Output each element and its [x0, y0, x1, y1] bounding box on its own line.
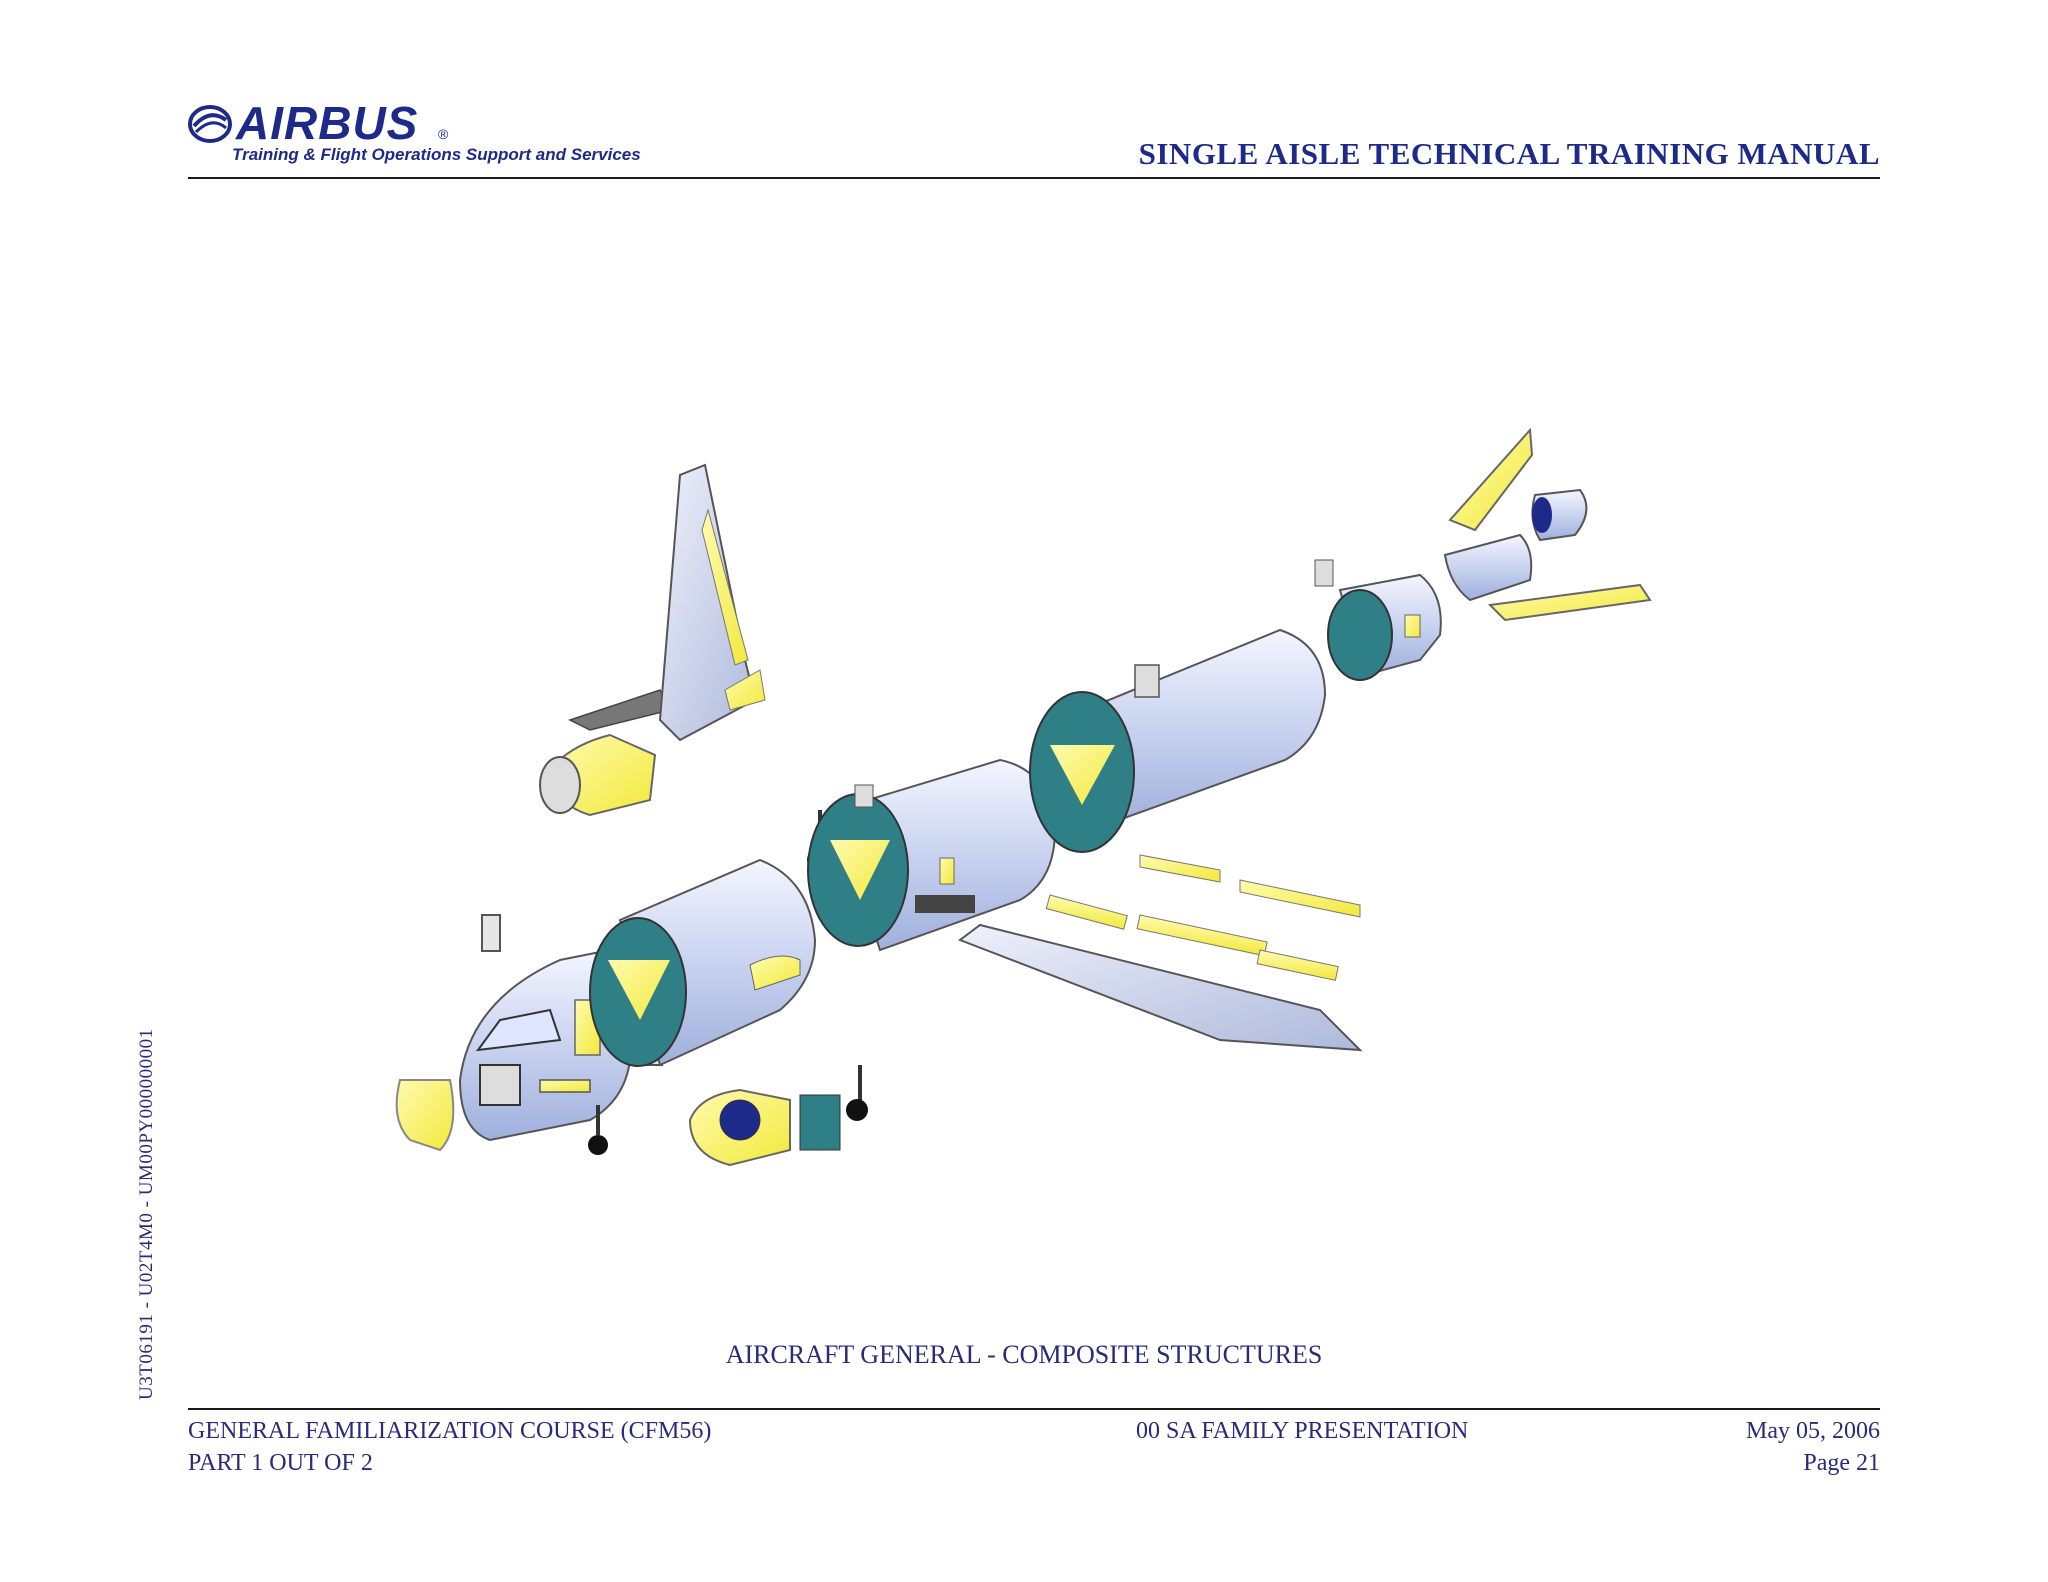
exploded-aircraft-illustration — [395, 427, 1652, 1167]
apu-access-blue-panel — [1532, 497, 1552, 533]
aft-door-panel — [1314, 559, 1334, 587]
center-fuselage-section — [807, 758, 1057, 952]
header-rule — [188, 177, 1880, 179]
radome — [395, 1079, 455, 1152]
footer-part: PART 1 OUT OF 2 — [188, 1450, 373, 1476]
footer-course: GENERAL FAMILIARIZATION COURSE (CFM56) — [188, 1418, 712, 1444]
figure-caption: AIRCRAFT GENERAL - COMPOSITE STRUCTURES — [725, 1340, 1323, 1369]
footer-date: May 05, 2006 — [1746, 1418, 1880, 1444]
right-engine-exploded — [688, 1088, 841, 1167]
rear-door-panel — [1134, 664, 1160, 698]
left-pylon — [568, 689, 672, 731]
footer-family: 00 SA FAMILY PRESENTATION — [1136, 1418, 1469, 1444]
forward-fuselage-section — [589, 858, 817, 1067]
brand-wordmark: AIRBUS — [236, 97, 419, 149]
nose-landing-gear — [539, 1079, 608, 1155]
aft-fuselage-section — [1327, 573, 1442, 681]
tail-cone — [1443, 533, 1533, 602]
right-main-landing-gear — [846, 1065, 868, 1121]
center-access-panel — [854, 784, 874, 808]
registered-mark: ® — [438, 126, 449, 142]
manual-title: SINGLE AISLE TECHNICAL TRAINING MANUAL — [1138, 136, 1880, 171]
horizontal-stabilizer — [1487, 583, 1652, 622]
rear-center-fuselage-section — [1029, 628, 1327, 853]
brand-tagline: Training & Flight Operations Support and… — [232, 145, 641, 164]
footer-page-number: Page 21 — [1803, 1450, 1880, 1476]
nose-door-panel — [481, 914, 501, 952]
footer-rule — [188, 1408, 1880, 1410]
airbus-logo: AIRBUS ® Training & Flight Operations Su… — [188, 97, 688, 170]
vertical-stabilizer — [1448, 427, 1534, 532]
airbus-swirl-icon — [188, 105, 232, 143]
nose-section — [458, 948, 632, 1142]
left-wing — [658, 463, 766, 742]
right-wing — [957, 854, 1363, 1052]
left-engine-nacelle — [539, 733, 657, 817]
